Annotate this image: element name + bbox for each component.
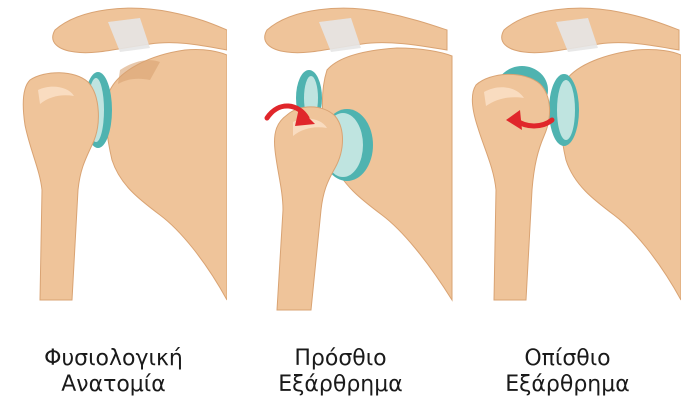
- caption-posterior-dislocation: Οπίσθιο Εξάρθρημα: [454, 346, 681, 398]
- displaced-humerus: [275, 107, 374, 310]
- clavicle-acromion: [502, 8, 679, 53]
- caption-line-1: Φυσιολογική: [0, 346, 227, 372]
- caption-line-2: Ανατομία: [0, 372, 227, 398]
- clavicle-acromion: [265, 8, 447, 53]
- caption-line-2: Εξάρθρημα: [454, 372, 681, 398]
- panel-anterior-dislocation: Πρόσθιο Εξάρθρημα: [227, 0, 454, 412]
- displaced-humerus: [472, 66, 549, 300]
- panel-posterior-dislocation: Οπίσθιο Εξάρθρημα: [454, 0, 681, 412]
- panel-normal-anatomy: Φυσιολογική Ανατομία: [0, 0, 227, 412]
- humerus: [23, 73, 98, 300]
- caption-anterior-dislocation: Πρόσθιο Εξάρθρημα: [227, 346, 454, 398]
- caption-line-1: Πρόσθιο: [227, 346, 454, 372]
- posterior-dislocation-illustration: [454, 0, 681, 340]
- anterior-dislocation-illustration: [227, 0, 454, 340]
- caption-normal-anatomy: Φυσιολογική Ανατομία: [0, 346, 227, 398]
- caption-line-1: Οπίσθιο: [454, 346, 681, 372]
- scapula: [106, 49, 227, 300]
- glenoid-cartilage: [549, 74, 579, 146]
- clavicle-acromion: [53, 8, 227, 53]
- scapula: [560, 49, 681, 300]
- caption-line-2: Εξάρθρημα: [227, 372, 454, 398]
- normal-shoulder-illustration: [0, 0, 227, 340]
